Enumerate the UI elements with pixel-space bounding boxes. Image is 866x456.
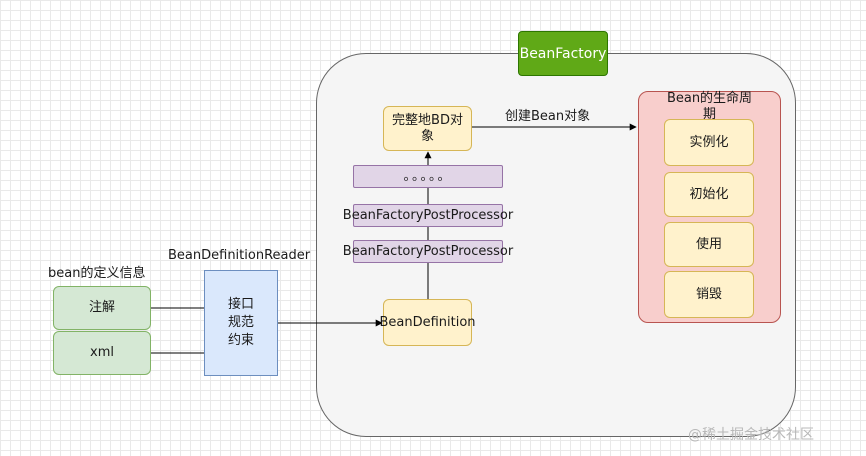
interface-line2: 规范 [227, 315, 254, 330]
bean-lifecycle-title: Bean的生命周 期 [640, 90, 779, 124]
xml-source-node[interactable]: xml [53, 331, 151, 375]
create-bean-label: 创建Bean对象 [505, 109, 591, 124]
ellipsis-node[interactable]: 。。。。。 [353, 165, 503, 188]
post-processor-node-1[interactable]: BeanFactoryPostProcessor [343, 204, 513, 227]
lifecycle-title-line2: 期 [702, 107, 716, 122]
watermark: @稀土掘金技术社区 [688, 427, 814, 443]
lifecycle-stage-use[interactable]: 使用 [664, 222, 754, 267]
post-processor-node-2[interactable]: BeanFactoryPostProcessor [343, 240, 513, 263]
bean-definition-node[interactable]: BeanDefinition [379, 299, 476, 346]
interface-spec-node[interactable]: 接口 规范 约束 [204, 270, 278, 376]
bean-definition-reader-label: BeanDefinitionReader [168, 248, 311, 263]
annotation-source-node[interactable]: 注解 [53, 286, 151, 330]
interface-line1: 接口 [227, 297, 254, 312]
interface-line3: 约束 [227, 333, 254, 348]
complete-bd-node[interactable]: 完整地BD对 象 [383, 106, 472, 151]
lifecycle-stage-destroy[interactable]: 销毁 [664, 271, 754, 318]
lifecycle-stage-instantiate[interactable]: 实例化 [664, 119, 754, 166]
definition-info-label: bean的定义信息 [48, 266, 146, 281]
lifecycle-title-line1: Bean的生命周 [666, 91, 753, 106]
complete-bd-line1: 完整地BD对 [392, 112, 463, 128]
lifecycle-stage-initialize[interactable]: 初始化 [664, 172, 754, 217]
bean-factory-title[interactable]: BeanFactory [518, 31, 608, 76]
complete-bd-line2: 象 [420, 128, 434, 144]
